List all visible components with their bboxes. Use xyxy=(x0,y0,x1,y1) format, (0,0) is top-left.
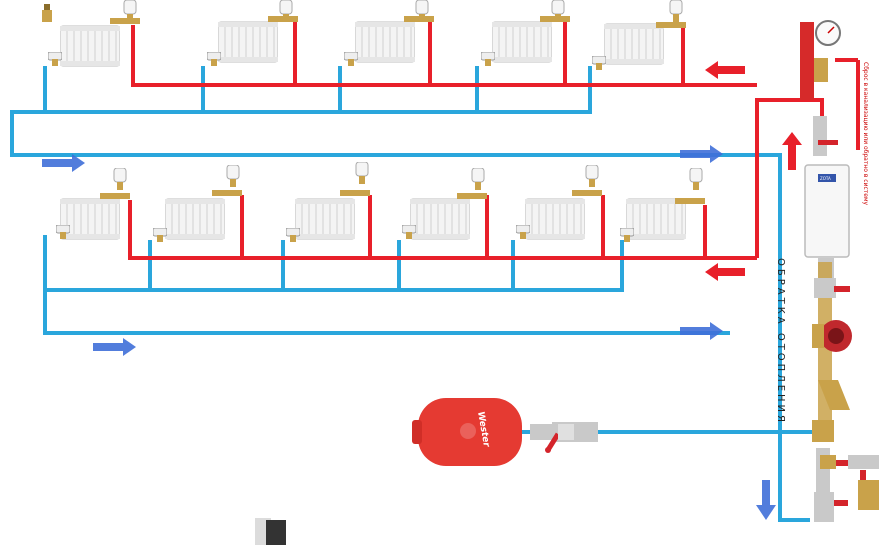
flow-arrow-icon xyxy=(680,322,723,340)
ball-valve-icon xyxy=(812,420,834,442)
upper-radiators xyxy=(42,0,686,70)
flow-arrow-icon xyxy=(93,338,136,356)
expansion-tank-icon: Wester xyxy=(412,398,522,466)
ball-valve-icon xyxy=(558,424,574,440)
upper-return-pipe xyxy=(10,66,810,522)
svg-text:ZOTA: ZOTA xyxy=(820,176,831,181)
flow-arrows xyxy=(42,61,802,520)
upper-supply-pipe xyxy=(131,20,757,87)
radiator-icon xyxy=(402,168,487,240)
flow-arrow-icon xyxy=(782,132,802,170)
flow-arrow-icon xyxy=(42,154,85,172)
radiator-icon xyxy=(207,0,298,66)
flow-arrow-icon xyxy=(680,145,723,163)
lower-supply-pipe xyxy=(128,195,757,260)
radiator-icon xyxy=(48,0,140,67)
radiator-icon xyxy=(592,0,686,70)
pressure-gauge-icon xyxy=(815,20,841,46)
air-vent-icon xyxy=(42,4,52,22)
ball-valve-icon xyxy=(818,140,838,145)
radiator-icon xyxy=(481,0,570,66)
partial-fitting-icon xyxy=(255,518,286,545)
radiator-icon xyxy=(516,165,602,240)
lower-return-pipe xyxy=(43,235,730,335)
flow-arrow-icon xyxy=(705,263,745,281)
tank-valve xyxy=(530,422,598,453)
radiator-icon xyxy=(286,162,370,242)
make-up-valve-icon xyxy=(848,455,879,510)
radiator-icon xyxy=(344,0,434,66)
ball-valve-icon xyxy=(814,278,850,298)
safety-group-label: Сброс в канализацию или обратно в систем… xyxy=(862,62,869,206)
return-group xyxy=(812,262,879,522)
safety-group: Сброс в канализацию или обратно в систем… xyxy=(800,20,869,206)
circulation-pump-icon xyxy=(812,320,852,352)
flow-arrow-icon xyxy=(756,480,776,520)
radiator-icon xyxy=(56,168,130,240)
safety-valve-icon xyxy=(814,58,828,82)
lower-radiators xyxy=(56,162,705,242)
electric-boiler-icon: ZOTA xyxy=(804,116,850,278)
strainer-filter-icon xyxy=(818,380,850,410)
radiator-icon xyxy=(153,165,242,242)
flow-arrow-icon xyxy=(705,61,745,79)
return-label: ОБРАТКА ОТОПЛЕНИЯ xyxy=(775,258,786,425)
ball-valve-icon xyxy=(814,492,848,522)
radiator-icon xyxy=(620,168,705,242)
ball-valve-icon xyxy=(820,455,850,469)
